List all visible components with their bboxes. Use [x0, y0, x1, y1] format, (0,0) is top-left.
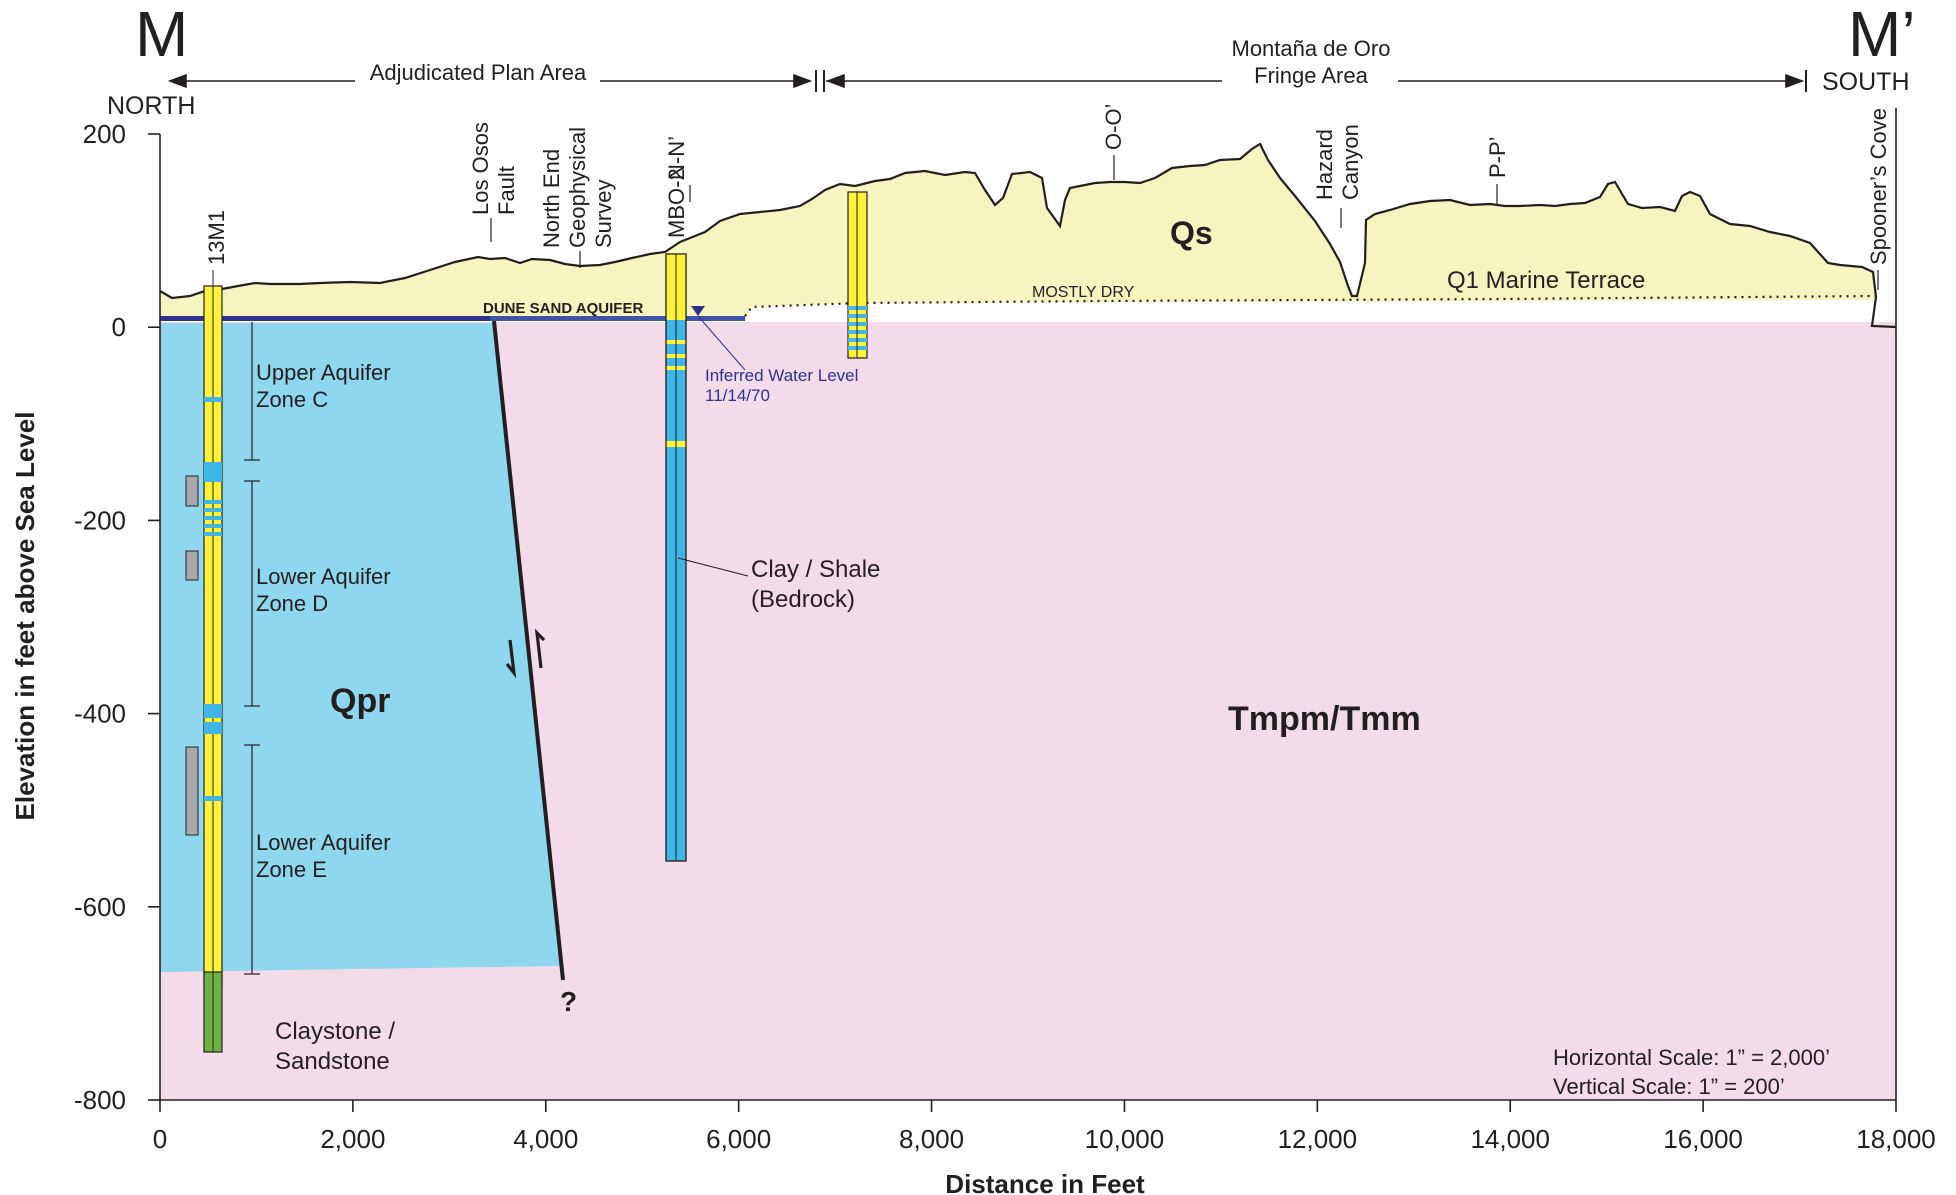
- los-osos-label-1: Los Osos: [468, 122, 493, 215]
- north-end-label-3: Survey: [591, 180, 616, 248]
- x-tick-label: 10,000: [1085, 1124, 1165, 1154]
- y-axis-ticks: 200 0 -200 -400 -600 -800: [74, 119, 160, 1115]
- zone-e-label-1: Lower Aquifer: [256, 830, 391, 855]
- axes-frame: [159, 108, 1897, 1101]
- zone-e-label-2: Zone E: [256, 857, 327, 882]
- mbo2-label: MBO-2: [664, 168, 689, 238]
- well-13m1: [185, 285, 223, 1053]
- north-end-label-2: Geophysical: [565, 127, 590, 248]
- marine-terrace-base-line: [744, 294, 1877, 317]
- direction-north: NORTH: [107, 92, 195, 120]
- pp-label: P-P’: [1485, 136, 1510, 178]
- claystone-label-2: Sandstone: [275, 1048, 390, 1075]
- dune-sand-aquifer-label: DUNE SAND AQUIFER: [483, 300, 643, 317]
- x-axis-title: Distance in Feet: [945, 1169, 1145, 1195]
- x-tick-label: 16,000: [1663, 1124, 1743, 1154]
- well-c: [847, 191, 868, 359]
- water-level-label-1: Inferred Water Level: [705, 366, 858, 385]
- direction-south: SOUTH: [1822, 68, 1910, 96]
- well-13m1-label: 13M1: [204, 210, 229, 265]
- mostly-dry-label: MOSTLY DRY: [1032, 284, 1135, 301]
- area-adjudicated-label: Adjudicated Plan Area: [370, 60, 587, 85]
- x-tick-label: 8,000: [899, 1124, 964, 1154]
- fault-up-arrow: [534, 628, 546, 669]
- vertical-scale-label: Vertical Scale: 1” = 200’: [1553, 1074, 1785, 1099]
- y-tick-label: 200: [83, 119, 126, 149]
- claystone-label-1: Claystone /: [275, 1018, 395, 1045]
- fault-query-label: ?: [560, 986, 577, 1017]
- x-tick-label: 18,000: [1856, 1124, 1936, 1154]
- dune-sand-aquifer-band: [160, 316, 745, 321]
- x-tick-label: 4,000: [513, 1124, 578, 1154]
- zone-c-label-2: Zone C: [256, 387, 328, 412]
- horizontal-scale-label: Horizontal Scale: 1” = 2,000’: [1553, 1045, 1830, 1070]
- clay-shale-leader: [677, 557, 749, 577]
- well-mbo2: [665, 253, 687, 862]
- unit-qpr-label: Qpr: [330, 682, 390, 720]
- qpr-aquifer-unit: [160, 323, 560, 972]
- top-leaders: [490, 155, 1879, 290]
- zone-d-label-1: Lower Aquifer: [256, 564, 391, 589]
- clay-shale-label-2: (Bedrock): [751, 586, 855, 613]
- x-tick-label: 0: [153, 1124, 167, 1154]
- x-tick-label: 2,000: [320, 1124, 385, 1154]
- zone-brackets: [244, 322, 260, 975]
- x-tick-label: 6,000: [706, 1124, 771, 1154]
- area-fringe-label-2: Fringe Area: [1254, 63, 1368, 88]
- y-tick-label: -200: [74, 505, 126, 535]
- hazard-label-1: Hazard: [1312, 129, 1337, 200]
- section-start-letter: M: [135, 0, 188, 70]
- x-axis-ticks: 0 2,000 4,000 6,000 8,000 10,000 12,000 14,000 1…: [153, 1100, 1936, 1154]
- north-end-label-1: North End: [539, 149, 564, 248]
- water-level-leader: [697, 315, 746, 371]
- hazard-label-2: Canyon: [1338, 124, 1363, 200]
- oo-label: O-O’: [1101, 104, 1126, 150]
- nn-label: N-N’: [664, 136, 689, 180]
- water-level-marker-icon: [691, 306, 705, 316]
- y-axis-title: Elevation in feet above Sea Level: [10, 412, 40, 821]
- y-tick-label: -800: [74, 1085, 126, 1115]
- x-tick-label: 12,000: [1278, 1124, 1358, 1154]
- unit-tmpm-label: Tmpm/Tmm: [1228, 700, 1421, 738]
- area-fringe-label-1: Montaña de Oro: [1232, 36, 1391, 61]
- clay-shale-label-1: Clay / Shale: [751, 556, 880, 583]
- los-osos-label-2: Fault: [494, 166, 519, 215]
- ground-surface-line: [159, 142, 1897, 329]
- section-end-letter: M’: [1848, 0, 1916, 70]
- water-level-label-2: 11/14/70: [705, 386, 770, 405]
- y-tick-label: -400: [74, 699, 126, 729]
- unit-qs-label: Qs: [1170, 215, 1213, 251]
- los-osos-fault-line: [492, 320, 565, 981]
- spooners-cove-label: Spooner’s Cove: [1866, 108, 1891, 265]
- zone-c-label-1: Upper Aquifer: [256, 360, 391, 385]
- x-tick-label: 14,000: [1470, 1124, 1550, 1154]
- dune-sand-aquifer-band-light: [490, 316, 745, 321]
- zone-d-label-2: Zone D: [256, 591, 328, 616]
- area-arrows: [167, 70, 1807, 92]
- fault-down-arrow: [505, 639, 517, 679]
- y-tick-label: -600: [74, 892, 126, 922]
- y-tick-label: 0: [112, 312, 126, 342]
- qs-dune-sand-unit: [160, 144, 1876, 321]
- marine-terrace-label: Q1 Marine Terrace: [1447, 267, 1645, 294]
